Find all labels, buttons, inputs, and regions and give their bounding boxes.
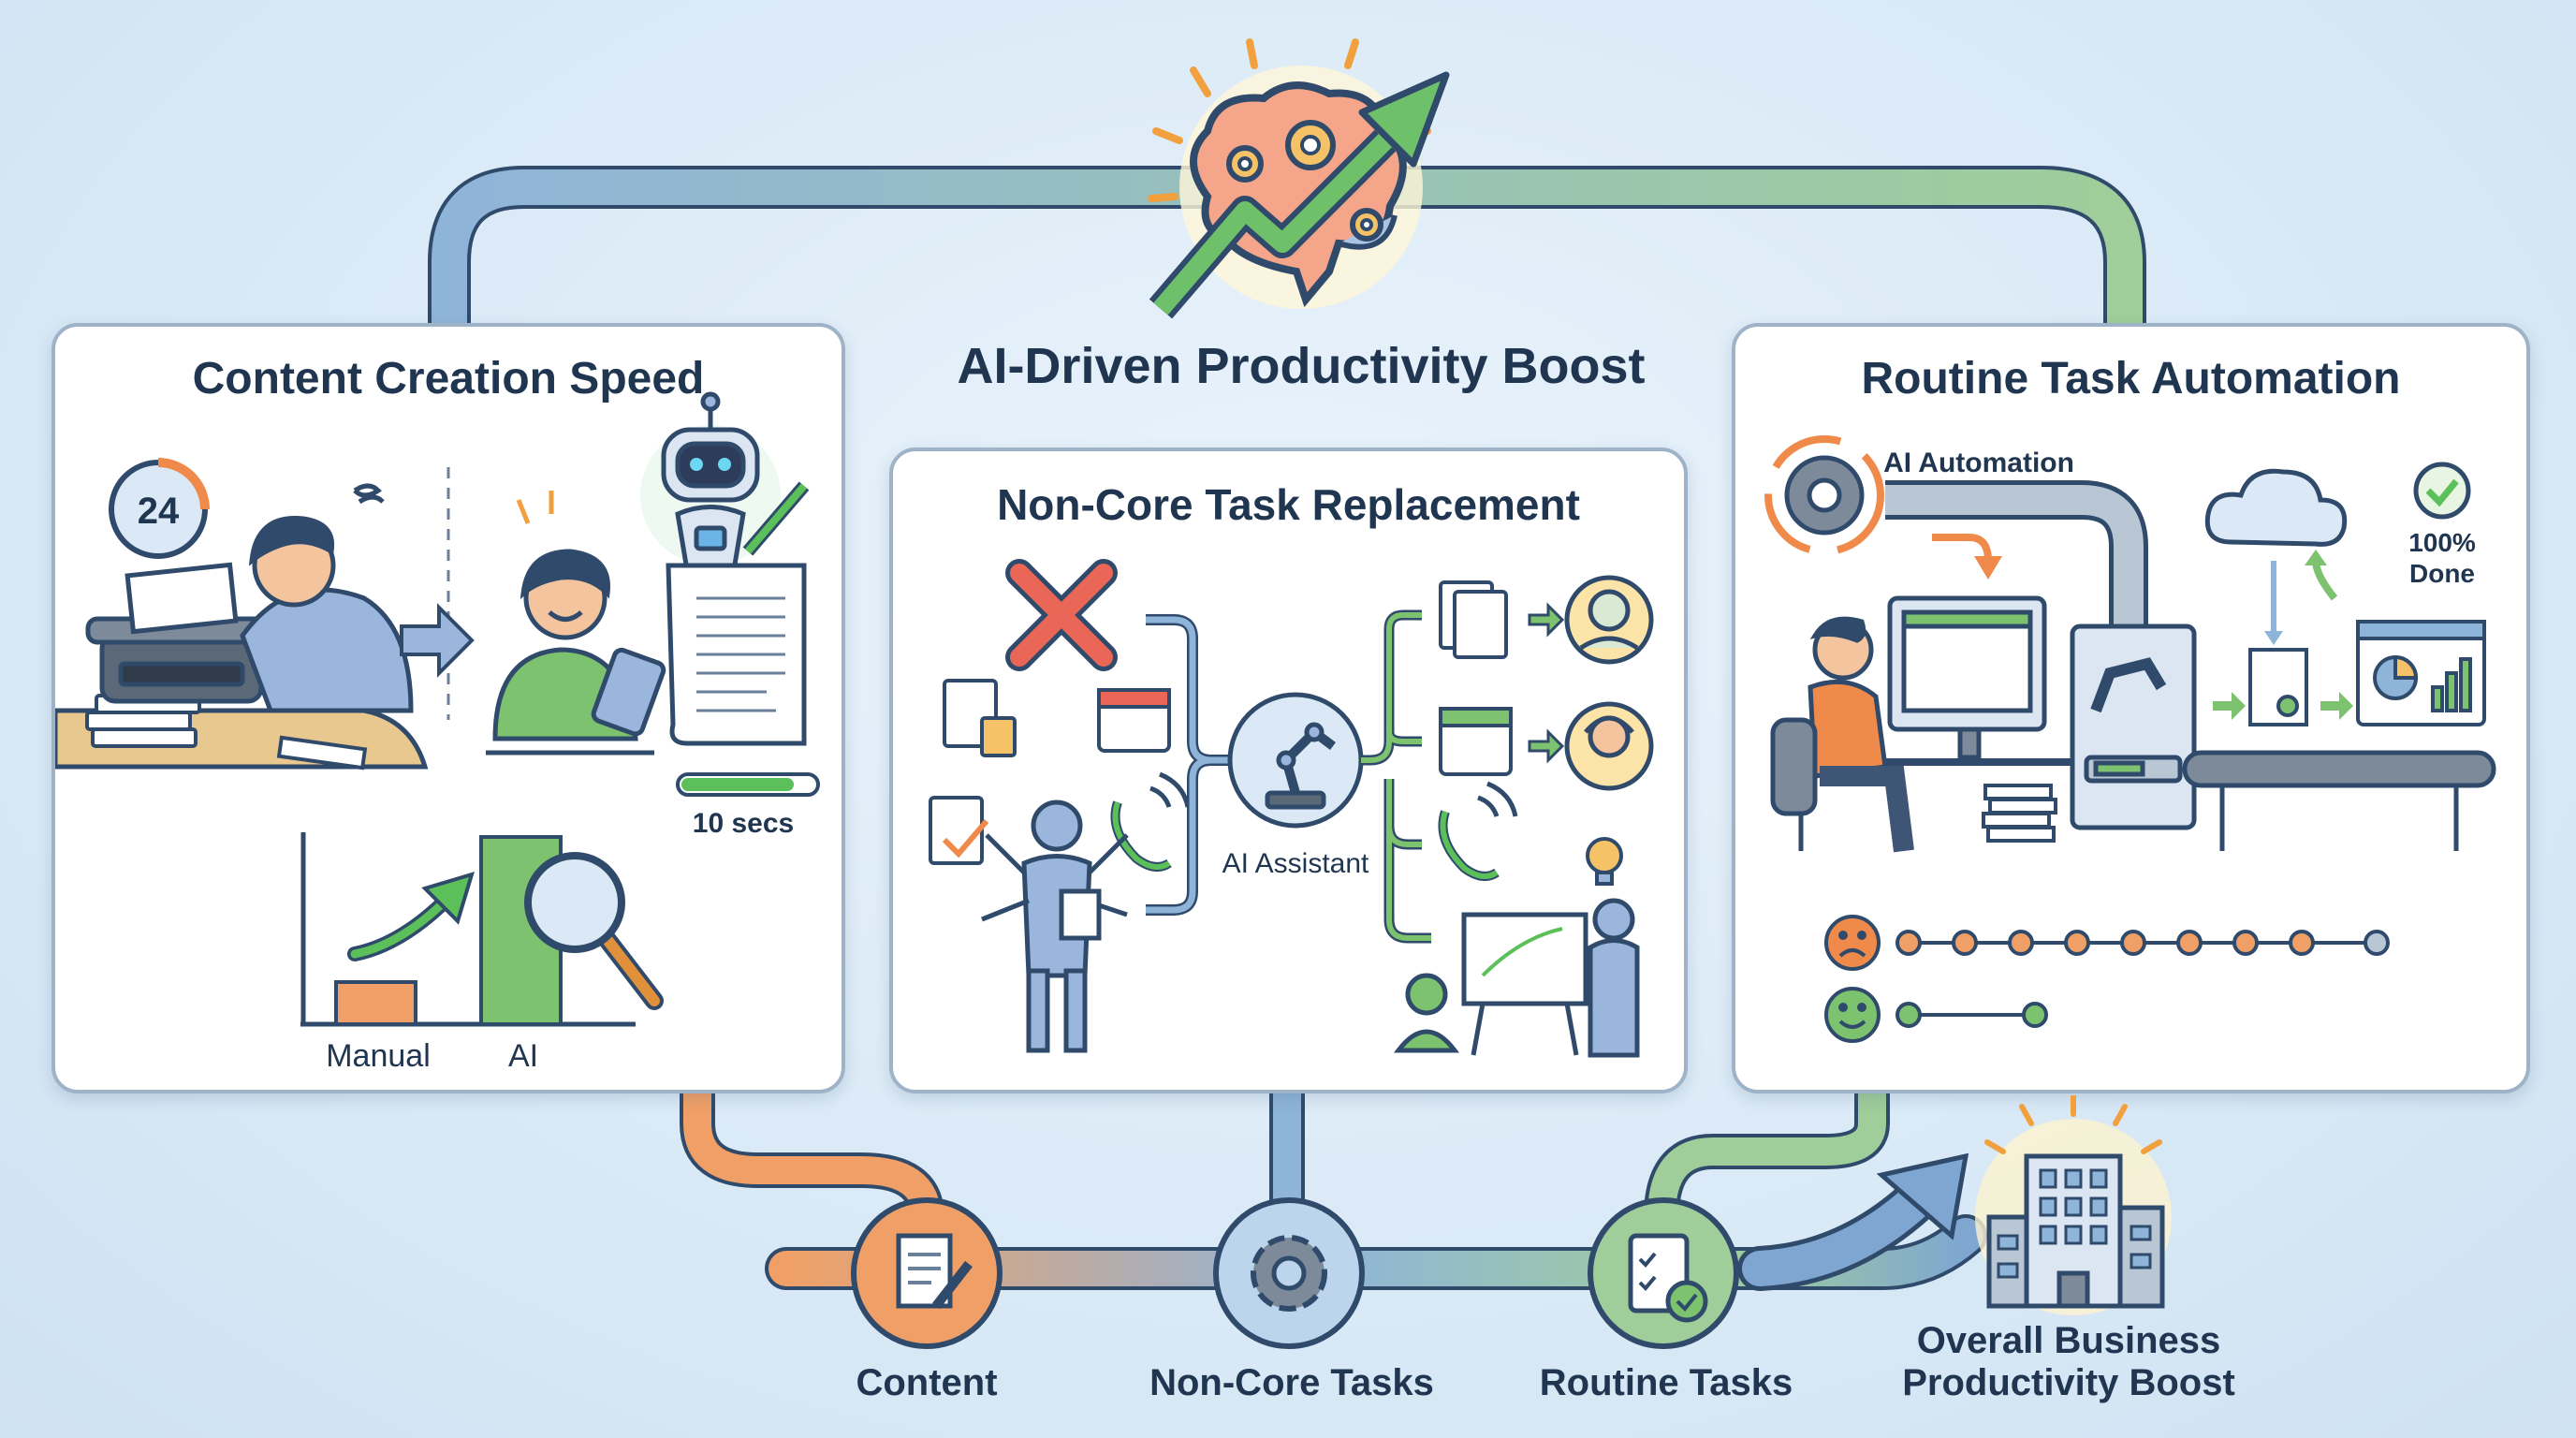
phone-icon bbox=[1110, 771, 1191, 872]
robot-arm-machine-icon bbox=[2070, 624, 2197, 830]
spreadsheet-monitor-icon bbox=[1887, 595, 2047, 760]
content-creation-illustration: 24 bbox=[55, 391, 820, 1074]
content-step-icon bbox=[851, 1197, 1003, 1349]
non-core-title: Non-Core Task Replacement bbox=[997, 480, 1580, 529]
happy-face-icon bbox=[1824, 987, 1881, 1043]
manual-label: Manual bbox=[326, 1038, 431, 1074]
brain-growth-icon bbox=[1148, 38, 1450, 319]
ai-label: AI bbox=[508, 1038, 538, 1074]
documents-icon bbox=[1439, 580, 1508, 659]
routine-illustration: AI Automation bbox=[1764, 435, 2496, 1043]
assistant-label: AI Assistant bbox=[1222, 848, 1369, 879]
ai-robot-icon bbox=[640, 391, 810, 573]
conveyor-belt-icon bbox=[2182, 750, 2496, 851]
paper-stack-icon bbox=[1982, 784, 2057, 843]
routine-title: Routine Task Automation bbox=[1861, 354, 2401, 404]
office-building-icon bbox=[1975, 1095, 2172, 1315]
cancel-x-icon bbox=[1005, 559, 1118, 671]
user-avatar-icon bbox=[1564, 575, 1654, 791]
result-label-line-1: Overall Business bbox=[1916, 1320, 2221, 1361]
routine-panel: Routine Task Automation AI Automation bbox=[1732, 323, 2530, 1093]
cloud-icon bbox=[2204, 468, 2348, 547]
done-percent-label: 100% bbox=[2408, 528, 2476, 557]
gear-icon bbox=[1764, 435, 1884, 555]
clock-label: 24 bbox=[138, 491, 180, 532]
robot-arm-icon bbox=[1227, 692, 1364, 829]
calendar-icon bbox=[1439, 707, 1513, 776]
document-check-icon bbox=[2248, 648, 2308, 726]
routine-step-icon bbox=[1588, 1197, 1739, 1349]
typewriter-icon bbox=[85, 562, 278, 704]
manual-bar bbox=[334, 980, 417, 1026]
lightbulb-icon bbox=[1586, 837, 1623, 886]
stressed-worker-icon bbox=[240, 483, 414, 713]
non-core-step-icon bbox=[1213, 1197, 1365, 1349]
content-step-label: Content bbox=[856, 1362, 998, 1403]
content-creation-title: Content Creation Speed bbox=[192, 354, 705, 404]
dashboard-icon bbox=[2356, 620, 2486, 726]
check-badge-icon bbox=[2413, 462, 2471, 520]
non-core-step-label: Non-Core Tasks bbox=[1149, 1362, 1434, 1403]
slow-timeline bbox=[1895, 930, 2390, 956]
automation-label: AI Automation bbox=[1883, 448, 2074, 478]
right-arrow-icon bbox=[400, 603, 475, 678]
presentation-board-icon bbox=[1393, 898, 1640, 1058]
clock-icon bbox=[109, 458, 210, 559]
document-icon bbox=[666, 563, 807, 746]
sad-face-icon bbox=[1824, 915, 1881, 971]
non-core-illustration: AI Assistant bbox=[929, 559, 1654, 1058]
document-icon bbox=[929, 679, 1017, 865]
overwhelmed-person-icon bbox=[981, 800, 1129, 1053]
non-core-panel: Non-Core Task Replacement bbox=[889, 448, 1688, 1093]
done-label: Done bbox=[2409, 559, 2475, 588]
worker-icon bbox=[1770, 616, 2129, 853]
result-label-line-2: Productivity Boost bbox=[1902, 1362, 2235, 1403]
fast-timeline bbox=[1895, 1002, 2048, 1028]
happy-worker-icon bbox=[492, 491, 666, 741]
routine-step-label: Routine Tasks bbox=[1539, 1362, 1793, 1403]
progress-bar bbox=[676, 772, 820, 797]
content-creation-panel: Content Creation Speed 24 bbox=[51, 323, 845, 1093]
calendar-icon bbox=[1097, 688, 1171, 753]
phone-icon bbox=[1438, 781, 1518, 881]
time-label: 10 secs bbox=[693, 808, 794, 839]
magnifier-icon bbox=[524, 852, 664, 1010]
page-title: AI-Driven Productivity Boost bbox=[957, 338, 1646, 394]
